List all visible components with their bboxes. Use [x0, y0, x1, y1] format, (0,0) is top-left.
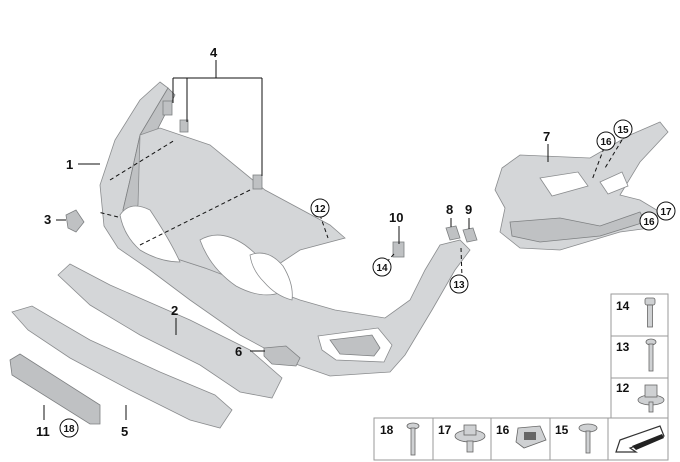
screw-14-icon: [644, 297, 656, 328]
panel-label-17: 17: [438, 423, 452, 437]
panel-label-13: 13: [616, 340, 630, 354]
screw-13-icon: [645, 338, 657, 372]
part-6-bracket: [263, 345, 301, 367]
parts-panel-right-column: 14 13 12: [610, 293, 669, 419]
svg-text:16: 16: [643, 217, 655, 228]
bumper-brackets: [162, 100, 263, 190]
clip-17-icon: [454, 424, 486, 453]
callout-4: 4: [210, 45, 218, 60]
callout-1: 1: [66, 157, 73, 172]
callout-16-circle-bottom: 16: [639, 211, 659, 231]
direction-arrow-icon: [615, 425, 665, 453]
callout-16-circle-top: 16: [596, 131, 616, 151]
svg-text:16: 16: [600, 137, 612, 148]
svg-text:14: 14: [376, 263, 388, 274]
callout-12-circle: 12: [310, 198, 330, 218]
callout-18-circle: 18: [59, 418, 79, 438]
license-plate-holder-11: [9, 353, 101, 425]
svg-text:17: 17: [660, 207, 672, 218]
callout-3: 3: [44, 212, 51, 227]
panel-label-16: 16: [496, 423, 510, 437]
svg-text:13: 13: [453, 280, 465, 291]
parts-panel-bottom-row: 18 17 16 15: [373, 417, 669, 461]
spring-nut-16-icon: [515, 425, 547, 449]
svg-text:12: 12: [314, 204, 326, 215]
pin-18-icon: [406, 422, 420, 456]
callout-17-circle: 17: [656, 201, 676, 221]
callout-10: 10: [389, 210, 403, 225]
part-9-clip: [462, 227, 478, 243]
panel-label-14: 14: [616, 299, 630, 313]
callout-13-circle: 13: [449, 274, 469, 294]
bumper-carrier-7: [494, 121, 669, 251]
part-8-clip: [445, 225, 461, 241]
svg-text:18: 18: [63, 424, 75, 435]
callout-7: 7: [543, 129, 550, 144]
panel-label-12: 12: [616, 381, 630, 395]
part-10-clip: [392, 241, 405, 258]
nut-12-icon: [637, 384, 665, 413]
callout-11: 11: [36, 424, 50, 439]
screw-15-icon: [578, 423, 598, 454]
callout-8: 8: [446, 202, 453, 217]
lower-spoiler-2: [57, 263, 283, 399]
leader-lines: [43, 60, 623, 420]
callout-5: 5: [121, 424, 128, 439]
lower-trim-5: [11, 305, 233, 429]
callout-9: 9: [465, 202, 472, 217]
callout-2: 2: [171, 303, 178, 318]
bumper-cover: [99, 81, 471, 377]
panel-label-15: 15: [555, 423, 569, 437]
callout-6: 6: [235, 344, 242, 359]
part-3-cap: [65, 209, 85, 233]
svg-text:15: 15: [617, 125, 629, 136]
panel-label-18: 18: [380, 423, 394, 437]
callout-15-circle: 15: [613, 119, 633, 139]
callout-14-circle: 14: [372, 257, 392, 277]
